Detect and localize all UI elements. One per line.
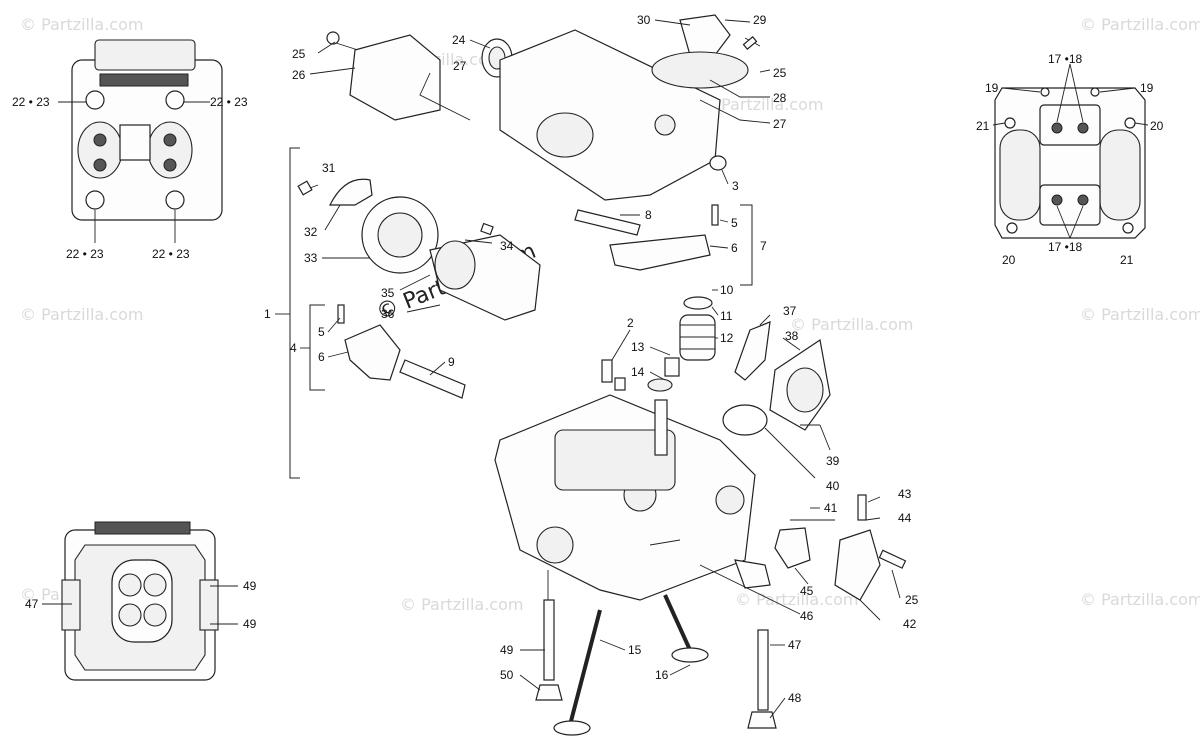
watermark: © Partzilla.com (20, 305, 143, 324)
callout-32: 32 (304, 225, 318, 239)
callout-label: 19 (985, 81, 999, 95)
callout-label: 21 (1120, 253, 1134, 267)
callout-5: 5 (318, 325, 325, 339)
callout-26: 26 (292, 68, 306, 82)
callout-label: 22 • 23 (12, 95, 50, 109)
callout-41: 41 (824, 501, 838, 515)
callout-label: 49 (243, 617, 257, 631)
callout-25: 25 (773, 66, 787, 80)
inset-head-top-view: 22 • 23 22 • 23 22 • 23 22 • 23 (12, 39, 248, 261)
watermark: © Partzilla.com (20, 15, 143, 34)
callout-25: 25 (292, 47, 306, 61)
callout-label: 19 (1140, 81, 1154, 95)
watermark: © Partzilla.com (400, 595, 523, 614)
callout-label: 17 •18 (1048, 240, 1083, 254)
valve-cover-part (499, 29, 721, 201)
callout-15: 15 (628, 643, 642, 657)
watermark: © Partzilla.com (790, 315, 913, 334)
callout-6: 6 (318, 350, 325, 364)
tensioner-cover-part (349, 34, 441, 121)
callout-label: 22 • 23 (210, 95, 248, 109)
callout-label: 21 (976, 119, 990, 133)
inset-head-gasket-view: 47 49 49 (25, 521, 257, 681)
callout-37: 37 (783, 304, 797, 318)
callout-11: 11 (720, 309, 733, 323)
callout-33: 33 (304, 251, 318, 265)
spark-plug-part (734, 321, 771, 381)
inset-head-bottom-view: 17 •18 19 19 21 20 17 •18 20 21 (976, 52, 1164, 267)
callout-45: 45 (800, 584, 814, 598)
callout-47: 47 (788, 638, 802, 652)
callout-14: 14 (631, 365, 645, 379)
watermark: © Partzilla.com (1080, 590, 1200, 609)
callout-label: 47 (25, 597, 39, 611)
watermark: © Partzilla.com (735, 590, 858, 609)
callout-3: 3 (732, 179, 739, 193)
callout-27: 27 (453, 59, 467, 73)
callout-4: 4 (290, 341, 297, 355)
leader-lines (275, 19, 901, 719)
callout-31: 31 (322, 161, 336, 175)
bolt-part (326, 31, 340, 45)
callout-34: 34 (500, 239, 514, 253)
callout-8: 8 (645, 208, 652, 222)
callout-label: 20 (1002, 253, 1016, 267)
coolant-outlet-part (834, 529, 881, 601)
stud-part (543, 599, 555, 681)
callout-39: 39 (826, 454, 840, 468)
callout-30: 30 (637, 13, 651, 27)
callout-label: 17 •18 (1048, 52, 1083, 66)
valve-spring-part (679, 314, 716, 361)
callout-1: 1 (264, 307, 271, 321)
watermark: © Partzilla.com (700, 95, 823, 114)
callout-label: 20 (1150, 119, 1164, 133)
callout-43: 43 (898, 487, 912, 501)
exploded-view (297, 14, 907, 736)
callout-12: 12 (720, 331, 734, 345)
callout-38: 38 (785, 329, 799, 343)
callout-36: 36 (381, 307, 395, 321)
callout-label: 22 • 23 (66, 247, 104, 261)
callout-9: 9 (448, 355, 455, 369)
callout-label: 22 • 23 (152, 247, 190, 261)
rocker-shaft-part (574, 209, 641, 236)
callout-label: 49 (243, 579, 257, 593)
callout-16: 16 (655, 668, 669, 682)
callout-25: 25 (905, 593, 919, 607)
breather-cap-part (679, 14, 731, 56)
callout-44: 44 (898, 511, 912, 525)
callout-28: 28 (773, 91, 787, 105)
callout-40: 40 (826, 479, 840, 493)
watermark: © Partzilla.com (1080, 305, 1200, 324)
callout-7: 7 (760, 239, 767, 253)
callout-24: 24 (452, 33, 466, 47)
callout-48: 48 (788, 691, 802, 705)
callout-6: 6 (731, 241, 738, 255)
callout-29: 29 (753, 13, 767, 27)
callout-5: 5 (731, 216, 738, 230)
callout-10: 10 (720, 283, 734, 297)
callout-50: 50 (500, 668, 514, 682)
callout-49: 49 (500, 643, 514, 657)
callout-2: 2 (627, 316, 634, 330)
callout-13: 13 (631, 340, 645, 354)
callout-46: 46 (800, 609, 814, 623)
callout-27: 27 (773, 117, 787, 131)
callout-42: 42 (903, 617, 917, 631)
watermark: © Partzilla.com (1080, 15, 1200, 34)
rocker-arm-part (609, 234, 711, 271)
callouts: 25 26 27 24 30 29 25 28 27 3 31 32 33 34… (264, 13, 919, 705)
callout-35: 35 (381, 286, 395, 300)
